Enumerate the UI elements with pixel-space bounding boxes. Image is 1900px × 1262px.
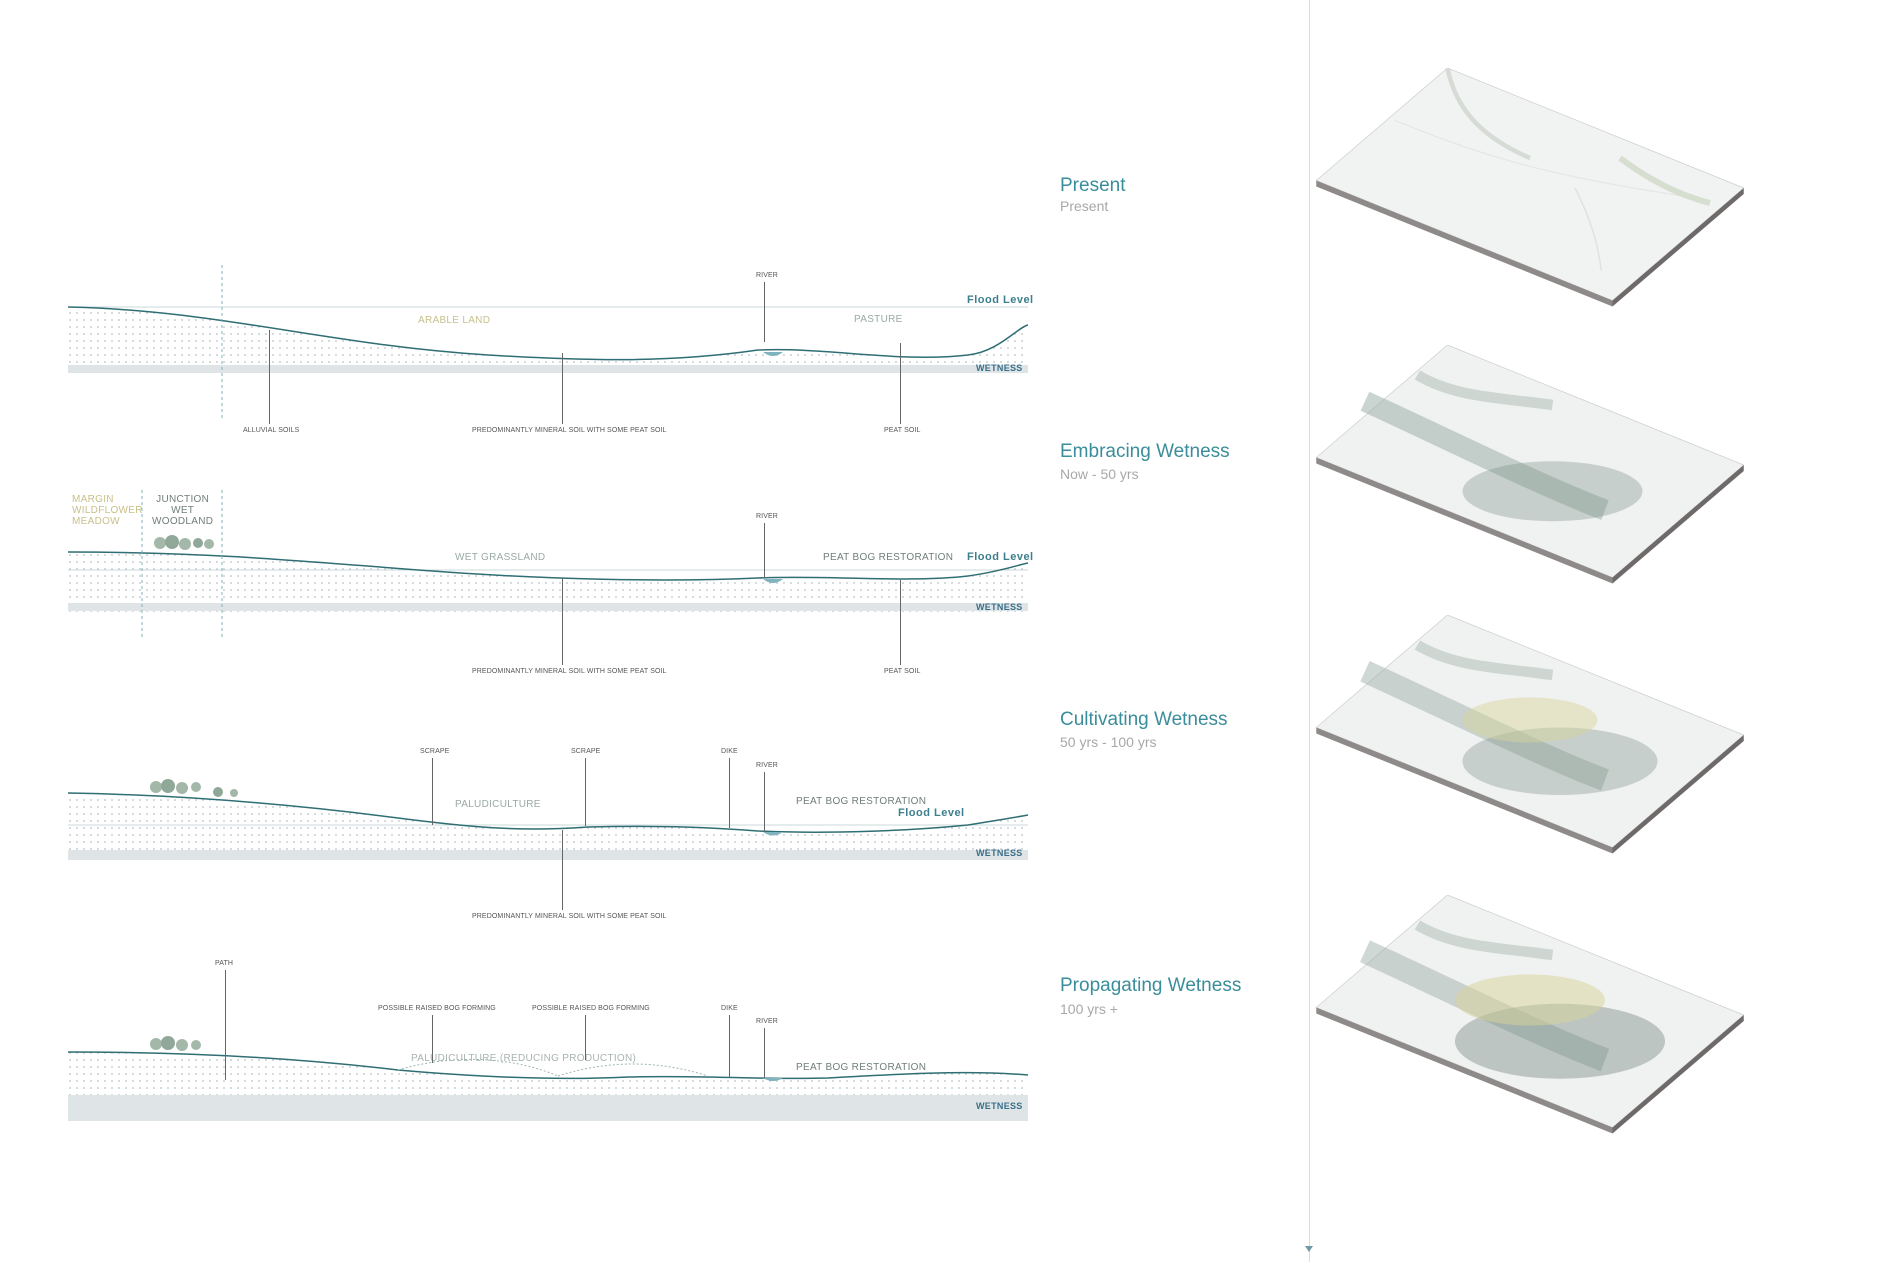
- scrape-arrow-2: [585, 758, 586, 826]
- peat-arrow: [900, 343, 901, 424]
- timeline-divider: [1309, 0, 1310, 1262]
- path-label: PATH: [215, 960, 234, 967]
- mineral-soil-label: PREDOMINANTLY MINERAL SOIL WITH SOME PEA…: [472, 668, 667, 675]
- wetness-label: WETNESS: [976, 363, 1023, 373]
- peat-bog-label: PEAT BOG RESTORATION: [823, 552, 954, 563]
- stage-title-propagating: Propagating Wetness: [1060, 975, 1242, 996]
- alluvial-arrow: [269, 330, 270, 424]
- path-arrow: [225, 970, 226, 1080]
- mineral-soil-label: PREDOMINANTLY MINERAL SOIL WITH SOME PEA…: [472, 913, 667, 920]
- peat-arrow: [900, 580, 901, 665]
- section-present: ARABLE LAND PASTURE RIVER Flood Level WE…: [67, 255, 1033, 455]
- timeline-arrow-icon: [1305, 1246, 1313, 1252]
- scrape-label-2: SCRAPE: [571, 748, 601, 755]
- river-arrow: [764, 523, 765, 578]
- alluvial-soils-label: ALLUVIAL SOILS: [243, 427, 300, 434]
- map-cultivating: [1315, 615, 1745, 854]
- wetness-label: WETNESS: [976, 1101, 1023, 1111]
- pasture-label: PASTURE: [854, 314, 903, 325]
- peat-bog-label: PEAT BOG RESTORATION: [796, 796, 927, 807]
- dike-arrow: [729, 758, 730, 828]
- peat-bog-label: PEAT BOG RESTORATION: [796, 1062, 927, 1073]
- flood-level-label: Flood Level: [967, 294, 1034, 306]
- section-profile: [67, 779, 1029, 861]
- stage-title-embracing: Embracing Wetness: [1060, 441, 1230, 462]
- section-profile: [67, 490, 1029, 640]
- stage-subtitle-cultivating: 50 yrs - 100 yrs: [1060, 734, 1157, 750]
- dike-label: DIKE: [721, 748, 738, 755]
- stage-subtitle-embracing: Now - 50 yrs: [1060, 466, 1139, 482]
- river-label: RIVER: [756, 1018, 778, 1025]
- scrape-label-1: SCRAPE: [420, 748, 450, 755]
- section-propagating: PATH POSSIBLE RAISED BOG FORMING POSSIBL…: [67, 960, 1029, 1140]
- river-label: RIVER: [756, 513, 778, 520]
- mineral-arrow: [562, 830, 563, 910]
- map-embracing: [1315, 345, 1745, 584]
- river-arrow: [764, 282, 765, 342]
- stage-subtitle-propagating: 100 yrs +: [1060, 1001, 1118, 1017]
- stage-subtitle-present: Present: [1060, 198, 1109, 214]
- mineral-arrow: [562, 353, 563, 424]
- margin-meadow-label: MARGIN WILDFLOWER MEADOW: [72, 494, 143, 527]
- dike-arrow: [729, 1015, 730, 1077]
- section-profile: [67, 265, 1029, 418]
- arable-label: ARABLE LAND: [418, 315, 491, 326]
- river-arrow: [764, 772, 765, 832]
- raised-bog-arrow-1: [432, 1015, 433, 1063]
- raised-bog-label-1: POSSIBLE RAISED BOG FORMING: [378, 1005, 496, 1012]
- map-present: [1315, 68, 1745, 307]
- flood-level-label: Flood Level: [898, 807, 965, 819]
- wetness-label: WETNESS: [976, 602, 1023, 612]
- section-embracing: MARGIN WILDFLOWER MEADOW JUNCTION WET WO…: [67, 490, 1033, 690]
- wet-grassland-label: WET GRASSLAND: [455, 552, 546, 563]
- paludiculture-label: PALUDICULTURE (REDUCING PRODUCTION): [411, 1053, 637, 1064]
- wetness-label: WETNESS: [976, 848, 1023, 858]
- river-arrow: [764, 1028, 765, 1078]
- map-propagating: [1315, 895, 1745, 1134]
- mineral-soil-label: PREDOMINANTLY MINERAL SOIL WITH SOME PEA…: [472, 427, 667, 434]
- river-label: RIVER: [756, 762, 778, 769]
- river-label: RIVER: [756, 272, 778, 279]
- junction-woodland-label: JUNCTION WET WOODLAND: [152, 494, 214, 527]
- flood-level-label: Flood Level: [967, 551, 1034, 563]
- stage-title-cultivating: Cultivating Wetness: [1060, 709, 1228, 730]
- raised-bog-arrow-2: [585, 1015, 586, 1060]
- section-profile: [67, 1036, 1029, 1122]
- mineral-arrow: [562, 578, 563, 665]
- peat-soil-label: PEAT SOIL: [884, 427, 921, 434]
- stage-title-present: Present: [1060, 175, 1126, 196]
- peat-soil-label: PEAT SOIL: [884, 668, 921, 675]
- scrape-arrow-1: [432, 758, 433, 825]
- raised-bog-label-2: POSSIBLE RAISED BOG FORMING: [532, 1005, 650, 1012]
- paludiculture-label: PALUDICULTURE: [455, 799, 541, 810]
- section-cultivating: SCRAPE SCRAPE DIKE RIVER PALUDICULTURE P…: [67, 735, 1029, 935]
- dike-label: DIKE: [721, 1005, 738, 1012]
